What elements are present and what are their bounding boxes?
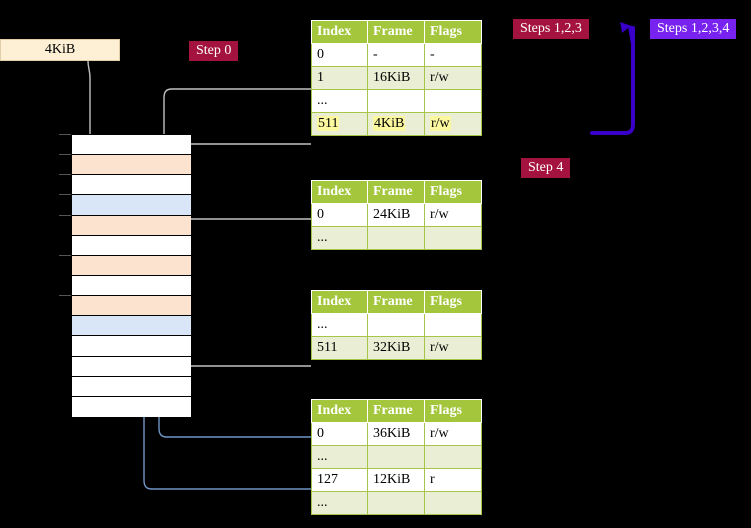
- column-header-flags: Flags: [424, 20, 482, 44]
- highlighted-value: 4KiB: [373, 116, 406, 131]
- index-cell: 127: [311, 468, 368, 492]
- memory-frame-row: [72, 376, 191, 397]
- index-cell: 511: [311, 336, 368, 360]
- table-row: 511 4KiB r/w: [311, 112, 482, 136]
- flags-cell: r: [424, 468, 482, 492]
- memory-frame-row: [72, 235, 191, 256]
- memory-row-tick: [59, 194, 71, 196]
- column-header-frame: Frame: [367, 290, 425, 314]
- memory-row-tick: [59, 154, 71, 156]
- column-header-index: Index: [311, 399, 368, 423]
- frame-cell: [367, 491, 425, 515]
- badge-steps-1-2-3-4: Steps 1,2,3,4: [650, 19, 737, 39]
- table-row: ...: [311, 491, 482, 515]
- frame-cell: [367, 226, 425, 250]
- memory-frame-row: [72, 356, 191, 377]
- table-row: ...: [311, 445, 482, 469]
- index-cell: 511: [311, 112, 368, 136]
- highlighted-value: r/w: [430, 116, 451, 131]
- index-cell: ...: [311, 226, 368, 250]
- flags-cell: [424, 313, 482, 337]
- index-cell: ...: [311, 89, 368, 113]
- frame-size-label: 4KiB: [44, 42, 76, 57]
- frame-cell: 24KiB: [367, 203, 425, 227]
- memory-frame-row: [72, 175, 191, 196]
- flags-cell: r/w: [424, 112, 482, 136]
- frame-cell: [367, 313, 425, 337]
- memory-frame-row: [72, 155, 191, 176]
- frame-size-box: 4KiB: [0, 39, 120, 61]
- index-cell: 0: [311, 203, 368, 227]
- memory-frame-row: [72, 296, 191, 317]
- index-cell: 1: [311, 66, 368, 90]
- table-row: 0--: [311, 43, 482, 67]
- column-header-index: Index: [311, 180, 368, 204]
- badge-step-0: Step 0: [189, 41, 239, 61]
- column-header-flags: Flags: [424, 180, 482, 204]
- memory-row-tick: [59, 134, 71, 135]
- index-cell: ...: [311, 491, 368, 515]
- memory-frame-row: [72, 316, 191, 337]
- index-cell: ...: [311, 445, 368, 469]
- index-cell: 0: [311, 422, 368, 446]
- memory-row-tick: [59, 214, 71, 216]
- index-cell: ...: [311, 313, 368, 337]
- flags-cell: [424, 445, 482, 469]
- column-header-frame: Frame: [367, 20, 425, 44]
- memory-frame-row: [72, 195, 191, 216]
- frame-cell: 36KiB: [367, 422, 425, 446]
- badge-steps-1-2-3: Steps 1,2,3: [513, 19, 589, 39]
- table-row: ...: [311, 313, 482, 337]
- flags-cell: [424, 226, 482, 250]
- flags-cell: r/w: [424, 66, 482, 90]
- memory-frame-row: [72, 276, 191, 297]
- frame-cell: 32KiB: [367, 336, 425, 360]
- column-header-frame: Frame: [367, 399, 425, 423]
- flags-cell: [424, 89, 482, 113]
- memory-row-tick: [59, 254, 71, 256]
- frame-cell: 12KiB: [367, 468, 425, 492]
- flags-cell: [424, 491, 482, 515]
- memory-frame-row: [72, 336, 191, 357]
- column-header-index: Index: [311, 290, 368, 314]
- frame-cell: [367, 89, 425, 113]
- column-header-flags: Flags: [424, 399, 482, 423]
- badge-step-4: Step 4: [521, 158, 571, 178]
- frame-cell: 4KiB: [367, 112, 425, 136]
- column-header-index: Index: [311, 20, 368, 44]
- frame-cell: -: [367, 43, 425, 67]
- frame-cell: [367, 445, 425, 469]
- memory-row-tick: [59, 295, 71, 297]
- physical-memory-grid: [71, 134, 191, 417]
- memory-frame-row: [72, 215, 191, 236]
- flags-cell: r/w: [424, 203, 482, 227]
- index-cell: 0: [311, 43, 368, 67]
- column-header-flags: Flags: [424, 290, 482, 314]
- table-row: ...: [311, 226, 482, 250]
- memory-frame-row: [72, 396, 191, 417]
- flags-cell: r/w: [424, 336, 482, 360]
- memory-frame-row: [72, 135, 191, 156]
- table-row: ...: [311, 89, 482, 113]
- flags-cell: r/w: [424, 422, 482, 446]
- flags-cell: -: [424, 43, 482, 67]
- memory-frame-row: [72, 255, 191, 276]
- frame-cell: 16KiB: [367, 66, 425, 90]
- column-header-frame: Frame: [367, 180, 425, 204]
- memory-row-tick: [59, 174, 71, 176]
- highlighted-value: 511: [317, 116, 340, 131]
